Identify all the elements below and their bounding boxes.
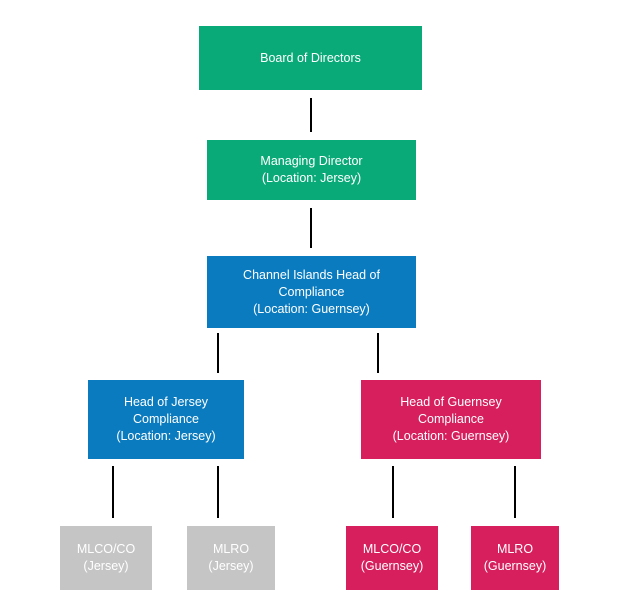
guernsey-mlco-box: MLCO/CO (Guernsey)	[346, 526, 438, 590]
ci-head-location: (Location: Guernsey)	[253, 301, 370, 316]
connector-board-md	[310, 98, 312, 132]
connector-guernsey-head-mlco	[392, 466, 394, 518]
connector-guernsey-head-mlro	[514, 466, 516, 518]
jersey-mlco-box: MLCO/CO (Jersey)	[60, 526, 152, 590]
jersey-head-of-compliance-box: Head of Jersey Compliance (Location: Jer…	[88, 380, 244, 459]
jersey-head-location: (Location: Jersey)	[116, 429, 216, 443]
connector-jersey-head-mlco	[112, 466, 114, 518]
connector-jersey-head-mlro	[217, 466, 219, 518]
md-location: (Location: Jersey)	[261, 171, 362, 185]
jersey-mlco-location: (Jersey)	[83, 559, 129, 573]
guernsey-mlco-location: (Guernsey)	[360, 559, 424, 573]
guernsey-mlro-title: MLRO	[496, 542, 534, 556]
connector-ci-head-jersey-head	[217, 333, 219, 373]
connector-md-ci-head	[310, 208, 312, 248]
jersey-mlco-title: MLCO/CO	[76, 542, 136, 556]
ci-head-line-2: Compliance	[278, 284, 345, 299]
managing-director-box: Managing Director (Location: Jersey)	[207, 140, 416, 200]
jersey-mlro-title: MLRO	[212, 542, 250, 556]
md-title: Managing Director	[260, 154, 363, 168]
guernsey-mlro-box: MLRO (Guernsey)	[471, 526, 559, 590]
guernsey-mlro-location: (Guernsey)	[483, 559, 547, 573]
jersey-mlro-box: MLRO (Jersey)	[187, 526, 275, 590]
jersey-mlro-location: (Jersey)	[208, 559, 254, 573]
jersey-head-line-1: Head of Jersey	[123, 395, 209, 409]
guernsey-head-location: (Location: Guernsey)	[392, 429, 510, 443]
connector-ci-head-guernsey-head	[377, 333, 379, 373]
guernsey-head-of-compliance-box: Head of Guernsey Compliance (Location: G…	[361, 380, 541, 459]
ci-head-line-1: Channel Islands Head of	[243, 267, 380, 282]
guernsey-head-line-1: Head of Guernsey	[400, 395, 502, 409]
board-label: Board of Directors	[260, 50, 361, 65]
jersey-head-line-2: Compliance	[132, 412, 199, 426]
guernsey-head-line-2: Compliance	[417, 412, 484, 426]
board-of-directors-box: Board of Directors	[199, 26, 422, 90]
ci-head-of-compliance-box: Channel Islands Head of Compliance (Loca…	[207, 256, 416, 328]
guernsey-mlco-title: MLCO/CO	[362, 542, 422, 556]
